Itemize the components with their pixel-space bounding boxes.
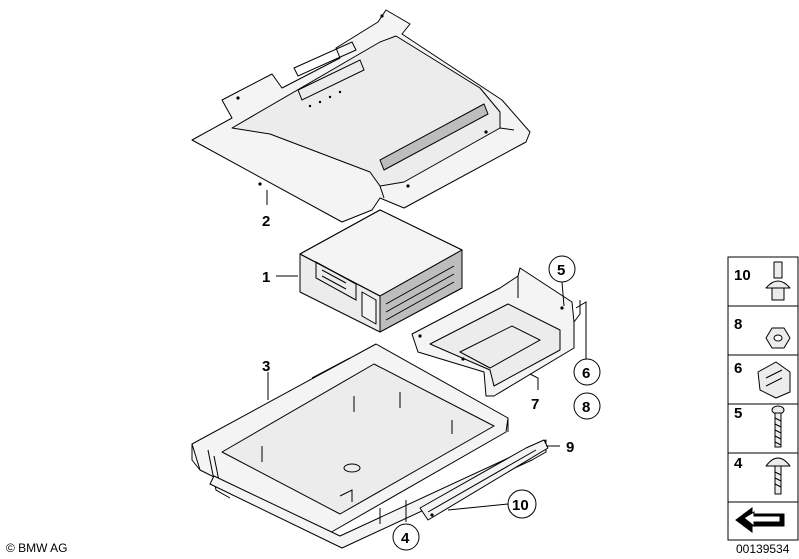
- part-1-drive-unit: [299, 209, 463, 333]
- legend-number-10: 10: [734, 267, 751, 284]
- callout-6: 6: [582, 365, 590, 382]
- callout-9: 9: [566, 439, 574, 456]
- hole-markers: [236, 14, 488, 188]
- legend-row-10: [727, 256, 799, 307]
- callout-3: 3: [262, 358, 270, 375]
- legend-row-8: [727, 305, 799, 356]
- screw-icon: [771, 405, 785, 448]
- copyright-text: © BMW AG: [6, 541, 68, 555]
- diagram-number: 00139534: [736, 542, 790, 556]
- callout-1: 1: [262, 269, 270, 286]
- callout-5-circle: [548, 255, 576, 283]
- fastener-legend: 10 8 6 5 4: [727, 256, 799, 541]
- leader-lines: [266, 190, 587, 522]
- callout-10: 10: [512, 497, 529, 514]
- callout-5: 5: [557, 262, 565, 279]
- legend-number-6: 6: [734, 360, 742, 377]
- hex-nut-icon: [765, 327, 791, 349]
- part-3-tray-housing: [191, 343, 547, 549]
- part-7-mounting-bracket: [411, 267, 581, 397]
- callout-8: 8: [582, 399, 590, 416]
- legend-number-4: 4: [734, 455, 743, 472]
- callout-4: 4: [401, 530, 410, 547]
- callout-labels: 2 1 3 7 9 5 6 8 4 10: [262, 213, 601, 551]
- callout-2: 2: [262, 213, 270, 230]
- expanding-rivet-icon: [765, 261, 791, 301]
- part-9-side-rail: [419, 439, 549, 521]
- pan-head-screw-icon: [765, 457, 791, 495]
- callout-8-circle: [573, 392, 601, 420]
- callout-6-circle: [573, 358, 601, 386]
- clip-nut-icon: [757, 361, 791, 399]
- legend-number-8: 8: [734, 316, 742, 333]
- callout-10-circle: [507, 489, 537, 519]
- callout-7: 7: [531, 396, 539, 413]
- part-2-cover-plate: [191, 9, 531, 223]
- callout-4-circle: [392, 523, 420, 551]
- front-direction-arrow-icon: [735, 507, 785, 533]
- legend-number-5: 5: [734, 405, 742, 422]
